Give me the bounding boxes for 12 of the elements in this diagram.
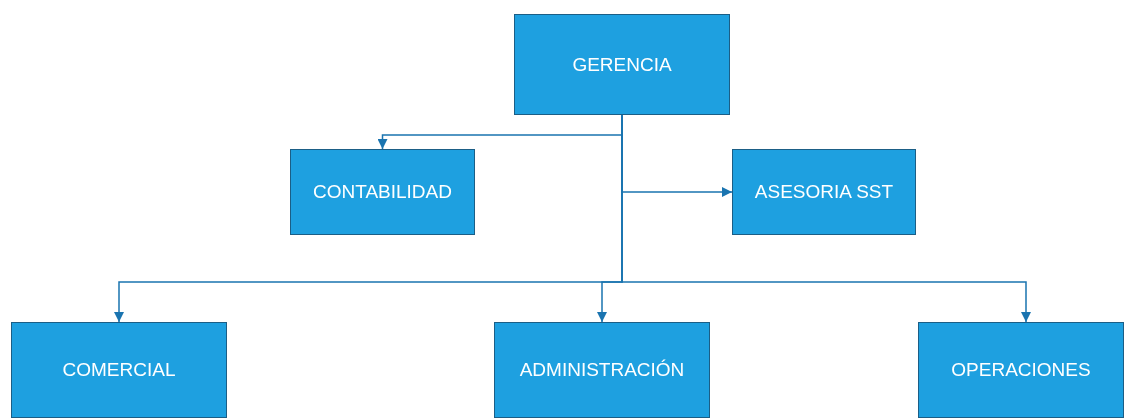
box-label: ASESORIA SST — [754, 181, 894, 203]
org-box — [11, 322, 227, 418]
org-box — [514, 14, 730, 115]
org-box — [732, 149, 916, 235]
box-label: ADMINISTRACIÓN — [519, 359, 685, 381]
org-box — [290, 149, 475, 235]
org-box — [494, 322, 710, 418]
box-label: CONTABILIDAD — [313, 181, 452, 203]
org-box — [918, 322, 1124, 418]
box-label: GERENCIA — [572, 53, 672, 76]
box-label: COMERCIAL — [62, 359, 176, 381]
box-label: OPERACIONES — [951, 359, 1091, 381]
